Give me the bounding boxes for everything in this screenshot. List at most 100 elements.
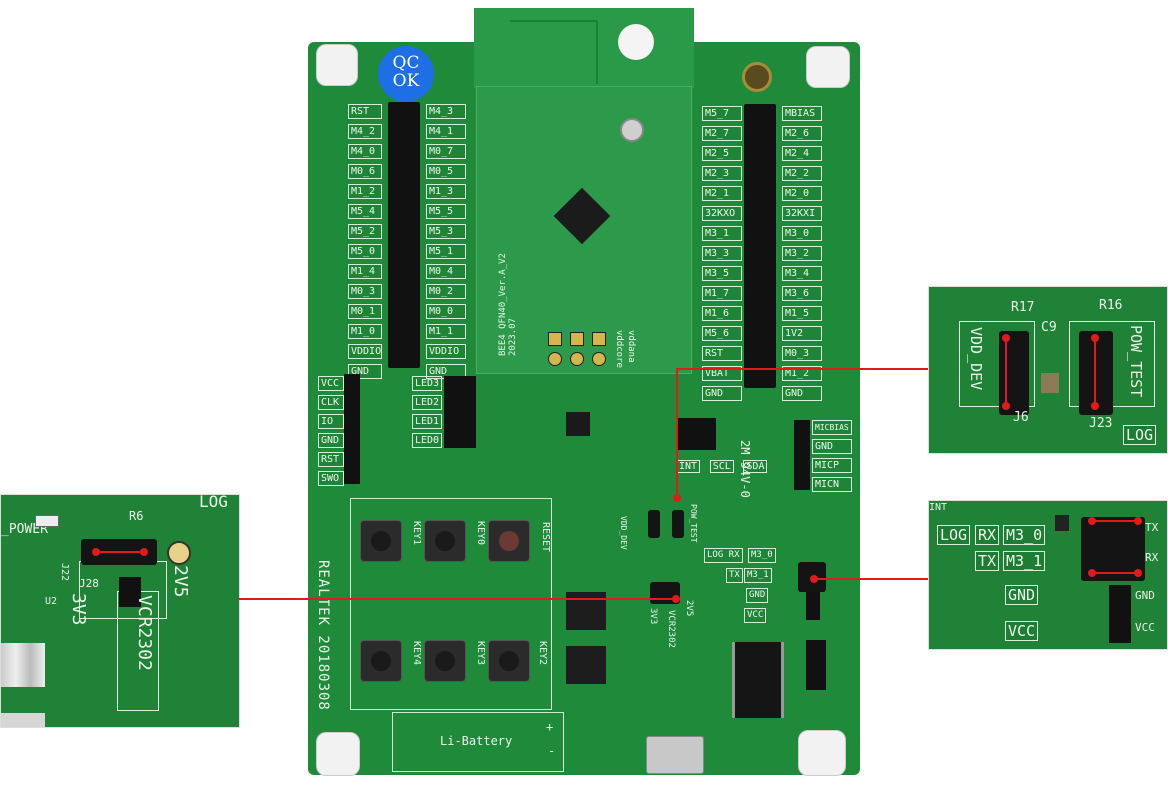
zoom-left-dot-b [140, 548, 148, 556]
pad [592, 352, 606, 366]
pin-label: M5_3 [426, 224, 466, 239]
pin-label: M2_2 [782, 166, 822, 181]
pin-label: 1V2 [782, 326, 822, 341]
reset-button[interactable] [488, 520, 530, 562]
pin-label: M2_7 [702, 126, 742, 141]
mount-hole [618, 24, 654, 60]
pin-label: M2_4 [782, 146, 822, 161]
standoff-bottom-left [316, 732, 360, 776]
pow-test-jumper[interactable] [672, 510, 684, 538]
left-inner-labels: M4_3 M4_1 M0_7 M0_5 M1_3 M5_5 M5_3 M5_1 … [426, 104, 466, 384]
pin-label: GND [348, 364, 382, 379]
key4-label: KEY4 [411, 640, 423, 666]
zoom-tr-r16-label: R16 [1099, 298, 1123, 313]
zoom-tr-jumper-2 [1079, 331, 1113, 415]
pin-label: M1_0 [348, 324, 382, 339]
key2-button[interactable] [488, 640, 530, 682]
board-pow-test-label: POW_TEST [689, 504, 698, 543]
pin-label: M1_4 [348, 264, 382, 279]
pin-label: M1_5 [782, 306, 822, 321]
pin-label: M4_3 [426, 104, 466, 119]
pin-label: GND [782, 386, 822, 401]
zoom-tr-dot-2a [1091, 334, 1099, 342]
zoom-br-dot-1a [1088, 517, 1096, 525]
led-header [444, 376, 476, 448]
pin-label: M1_1 [426, 324, 466, 339]
pin-label: M5_5 [426, 204, 466, 219]
pin-label: M0_3 [348, 284, 382, 299]
led-label: LED2 [412, 395, 442, 410]
key1-button[interactable] [360, 520, 402, 562]
zoom-tr-dot-2b [1091, 402, 1099, 410]
logo-mark: 2M 94V-0 [738, 440, 752, 498]
mic-label: GND [812, 439, 852, 454]
pin-label: M2_3 [702, 166, 742, 181]
callout-line-top-right-h [676, 368, 928, 370]
i2c-labels: INT SCL SDA [676, 454, 768, 473]
reset-cap [499, 531, 519, 551]
standoff-top-left [316, 44, 358, 86]
module-version: QFN40_Ver.A_V2 [498, 253, 508, 329]
vdd-dev-jumper[interactable] [648, 510, 660, 538]
key0-button[interactable] [424, 520, 466, 562]
standoff-top-right [806, 46, 850, 88]
key3-button[interactable] [424, 640, 466, 682]
board-2v5-label: 2V5 [684, 600, 694, 617]
i2c-sda-label: SDA [743, 460, 768, 473]
reset-label: RESET [540, 521, 552, 553]
pin-label: M0_7 [426, 144, 466, 159]
zoom-left-metal-2 [1, 713, 45, 727]
zoom-left: _POWER J22 J28 3V3 2V5 VCR2302 R6 U2 LOG [0, 494, 240, 728]
board-vcr-label: VCR2302 [666, 610, 676, 648]
swd-label: CLK [318, 395, 344, 410]
zoom-br-header [1109, 585, 1131, 643]
zoom-left-pin [167, 541, 191, 565]
zoom-top-right: VDD_DEV POW_TEST R17 R16 C9 J6 J23 LOG [928, 286, 1168, 454]
pin-label: RST [348, 104, 382, 119]
pin-label: M0_6 [348, 164, 382, 179]
zoom-br-marker-2 [1092, 572, 1140, 574]
callout-dot-bottom-right [810, 575, 818, 583]
zoom-left-j22-label: J22 [59, 562, 71, 582]
zoom-left-marker [96, 551, 146, 553]
zoom-left-u2-label: U2 [45, 596, 58, 607]
i2c-header [676, 418, 716, 450]
zoom-left-r6-label: R6 [129, 509, 144, 523]
pin-label: M5_7 [702, 106, 742, 121]
zoom-left-led [35, 515, 59, 527]
usb-port[interactable] [646, 736, 704, 774]
i2c-int-label: INT [676, 460, 701, 473]
pin-label: M0_1 [348, 304, 382, 319]
vddana-label: vddana [626, 330, 636, 363]
module-text: BEE4 QFN40_Ver.A_V2 2023.07 [498, 246, 538, 356]
pin-label: VDDIO [348, 344, 382, 359]
pin-label: M1_6 [702, 306, 742, 321]
mount-hole-2 [742, 62, 772, 92]
uart-chip [732, 642, 784, 718]
zoom-left-metal [1, 643, 45, 687]
pin-label: 32KXI [782, 206, 822, 221]
pin-label: M2_0 [782, 186, 822, 201]
vdd-text: vddana [626, 330, 636, 363]
zoom-tr-marker-2 [1094, 338, 1096, 406]
pad [570, 352, 584, 366]
zoom-br-gnd2-label: GND [1135, 589, 1155, 602]
battery-plus: + [546, 720, 554, 734]
callout-line-bottom-right [814, 578, 928, 580]
pin-label: M1_7 [702, 286, 742, 301]
board-m30-label: M3_0 [748, 548, 776, 563]
pin-label: VDDIO [426, 344, 466, 359]
left-pin-header [388, 102, 420, 368]
pin-label: M0_3 [782, 346, 822, 361]
pin-label: M0_4 [426, 264, 466, 279]
battery-minus: - [548, 744, 556, 758]
pin-label: M3_5 [702, 266, 742, 281]
swd-label: IO [318, 414, 344, 429]
key4-button[interactable] [360, 640, 402, 682]
swd-label: SWO [318, 471, 344, 486]
zoom-tr-j23-label: J23 [1089, 416, 1113, 431]
zoom-br-marker-1 [1092, 520, 1140, 522]
pin-label: M3_1 [702, 226, 742, 241]
board-vdd-dev-label: VDD_DEV [619, 516, 628, 550]
zoom-br-tx2-label: TX [1145, 521, 1159, 534]
